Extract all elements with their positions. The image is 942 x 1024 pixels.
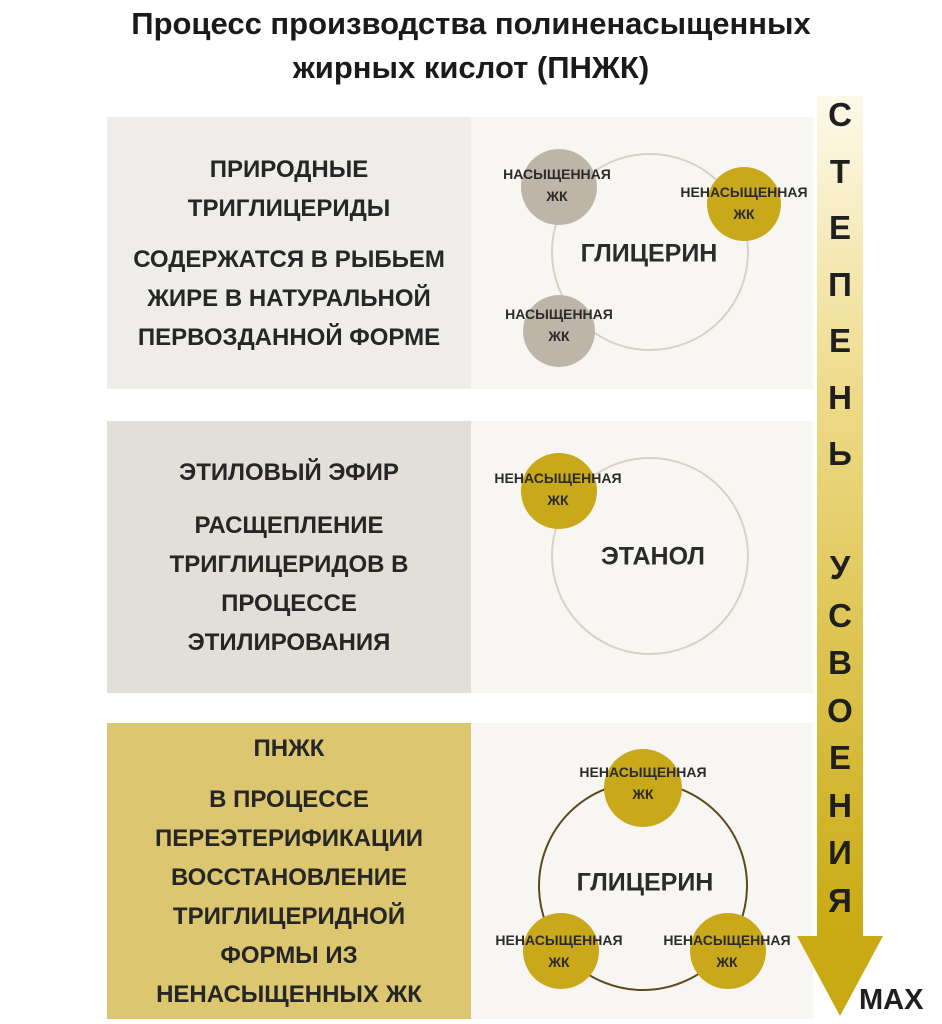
- ethanol-label: ЭТАНОЛ: [601, 542, 705, 571]
- glycerol-ring: [551, 153, 749, 351]
- arrow-letter: В: [828, 644, 852, 681]
- panel-ethyl-ester-text: ЭТИЛОВЫЙ ЭФИР РАСЩЕПЛЕНИЕ ТРИГЛИЦЕРИДОВ …: [107, 421, 471, 693]
- panel-text-line: ФОРМЫ ИЗ: [220, 941, 358, 969]
- arrow-letter: Е: [828, 739, 852, 776]
- panel-text-line: ПЕРЕЭТЕРИФИКАЦИИ: [154, 824, 424, 852]
- arrow-letter: Н: [828, 786, 852, 824]
- arrow-letter: С: [828, 96, 852, 133]
- panel-text-line: В ПРОЦЕССЕ: [209, 785, 369, 813]
- unsaturated-fa-ball: [604, 749, 682, 827]
- unsaturated-fa-ball: [521, 453, 597, 529]
- arrow-letter: С: [828, 596, 852, 634]
- arrow-letter: Я: [828, 881, 852, 919]
- panel-text-line: СОДЕРЖАТСЯ В РЫБЬЕМ: [133, 245, 445, 273]
- panel-text-line: ВОССТАНОВЛЕНИЕ: [170, 863, 408, 891]
- panel-pufa-text: ПНЖК В ПРОЦЕССЕ ПЕРЕЭТЕРИФИКАЦИИ ВОССТАН…: [107, 723, 471, 1019]
- unsaturated-fa-ball: [523, 913, 599, 989]
- arrow-shaft: [817, 96, 863, 938]
- saturated-fa-ball: [521, 149, 597, 225]
- ethanol-ring: [551, 457, 749, 655]
- glycerol-label: ГЛИЦЕРИН: [576, 868, 714, 897]
- panel-text-line: НЕНАСЫЩЕННЫХ ЖК: [156, 980, 422, 1008]
- title-line-1: Процесс производства полиненасыщенных: [131, 6, 811, 41]
- title-line-2: жирных кислот (ПНЖК): [292, 50, 650, 85]
- panel-text-line: ТРИГЛИЦЕРИДЫ: [187, 194, 391, 222]
- saturated-fa-ball: [523, 295, 595, 367]
- panel-text-line: ПЕРВОЗДАННОЙ ФОРМЕ: [137, 323, 441, 351]
- page-title: Процесс производства полиненасыщенных жи…: [0, 2, 942, 90]
- panel-text-line: ПНЖК: [253, 734, 325, 762]
- arrow-letter: У: [829, 549, 851, 586]
- arrow-letter: Т: [829, 152, 851, 190]
- panel-text-line: ЭТИЛИРОВАНИЯ: [187, 628, 391, 656]
- arrow-end-label: MAX: [859, 984, 924, 1016]
- arrow-letter: Е: [828, 209, 852, 246]
- arrow-letter: О: [827, 691, 853, 729]
- panel-text-line: РАСЩЕПЛЕНИЕ: [194, 511, 384, 539]
- arrow-letter: Ь: [828, 435, 852, 472]
- unsaturated-fa-ball: [707, 167, 781, 241]
- panel-natural-triglycerides-text: ПРИРОДНЫЕ ТРИГЛИЦЕРИДЫ СОДЕРЖАТСЯ В РЫБЬ…: [107, 117, 471, 389]
- arrow-letter: П: [828, 265, 852, 303]
- panel-text-line: ЖИРЕ В НАТУРАЛЬНОЙ: [147, 284, 431, 312]
- glycerol-label: ГЛИЦЕРИН: [580, 239, 718, 268]
- panel-text-line: ЭТИЛОВЫЙ ЭФИР: [179, 458, 399, 486]
- panel-text-line: ПРИРОДНЫЕ: [209, 155, 369, 183]
- arrow-letter: И: [828, 834, 852, 871]
- panel-text-line: ПРОЦЕССЕ: [221, 589, 357, 617]
- panel-text-line: ТРИГЛИЦЕРИДНОЙ: [172, 902, 406, 930]
- arrow-letter: Е: [828, 322, 852, 359]
- arrow-letter: Н: [828, 378, 852, 416]
- unsaturated-fa-ball: [690, 913, 766, 989]
- panel-text-line: ТРИГЛИЦЕРИДОВ В: [169, 550, 409, 578]
- arrow-head: [797, 936, 883, 1016]
